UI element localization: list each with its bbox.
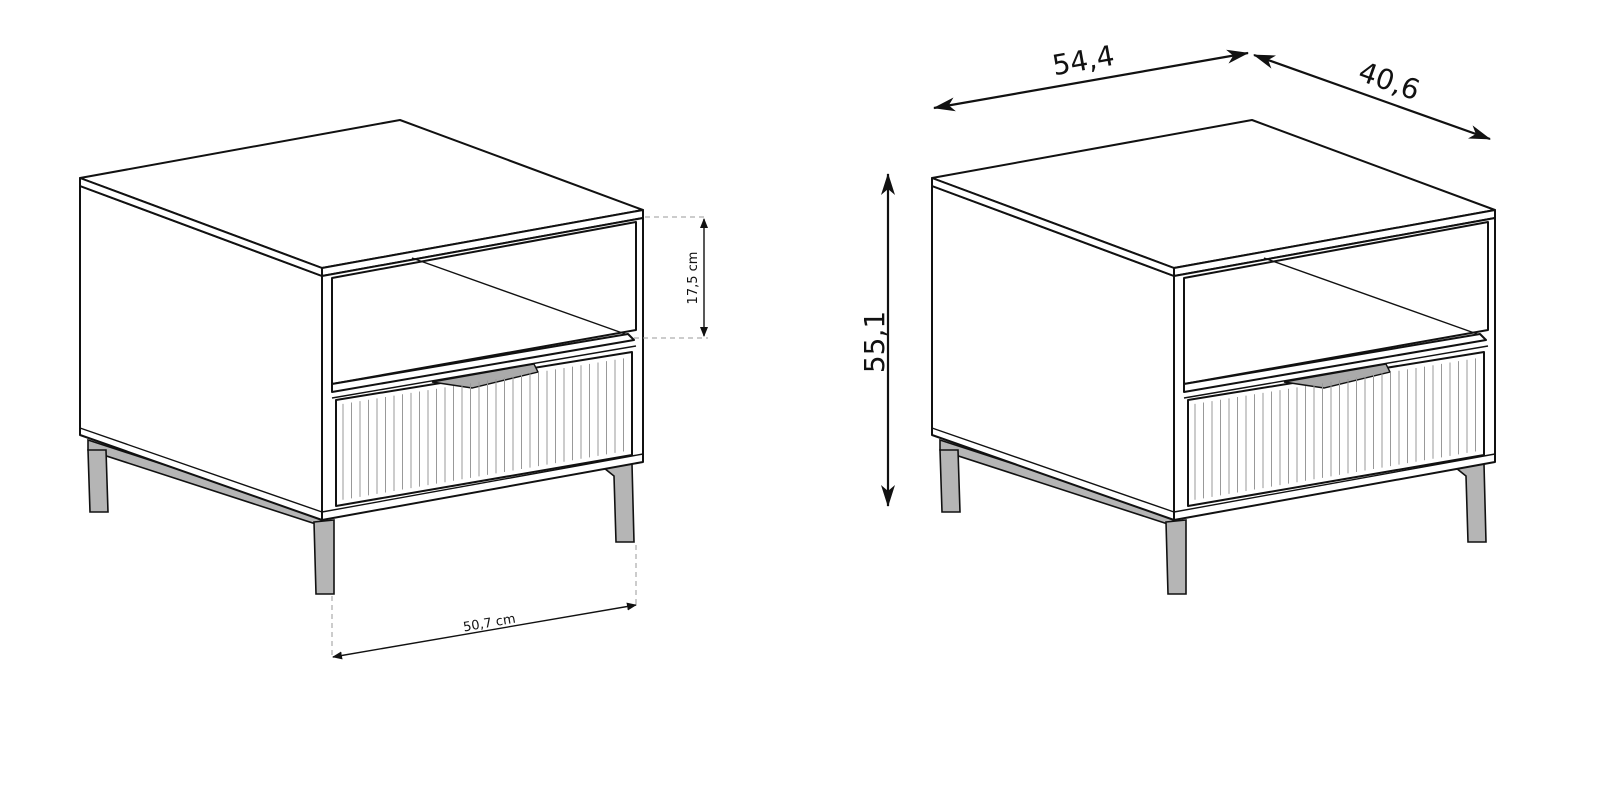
flutes-right (1194, 358, 1476, 500)
leg-width-dimension: 50,7 cm (331, 545, 637, 660)
width-label: 54,4 (1050, 39, 1117, 82)
leg-width-label: 50,7 cm (462, 612, 517, 636)
depth-label: 40,6 (1354, 55, 1424, 107)
width-dimension: 54,4 (933, 39, 1249, 112)
flutes-left (342, 358, 624, 500)
depth-dimension: 40,6 (1253, 53, 1491, 141)
height-label: 55,1 (858, 311, 891, 373)
opening-height-dimension: 17,5 cm (634, 216, 708, 339)
height-dimension: 55,1 (858, 173, 895, 507)
opening-height-label: 17,5 cm (686, 252, 701, 305)
right-table-drawing (931, 119, 1496, 595)
left-table-drawing (79, 119, 644, 595)
